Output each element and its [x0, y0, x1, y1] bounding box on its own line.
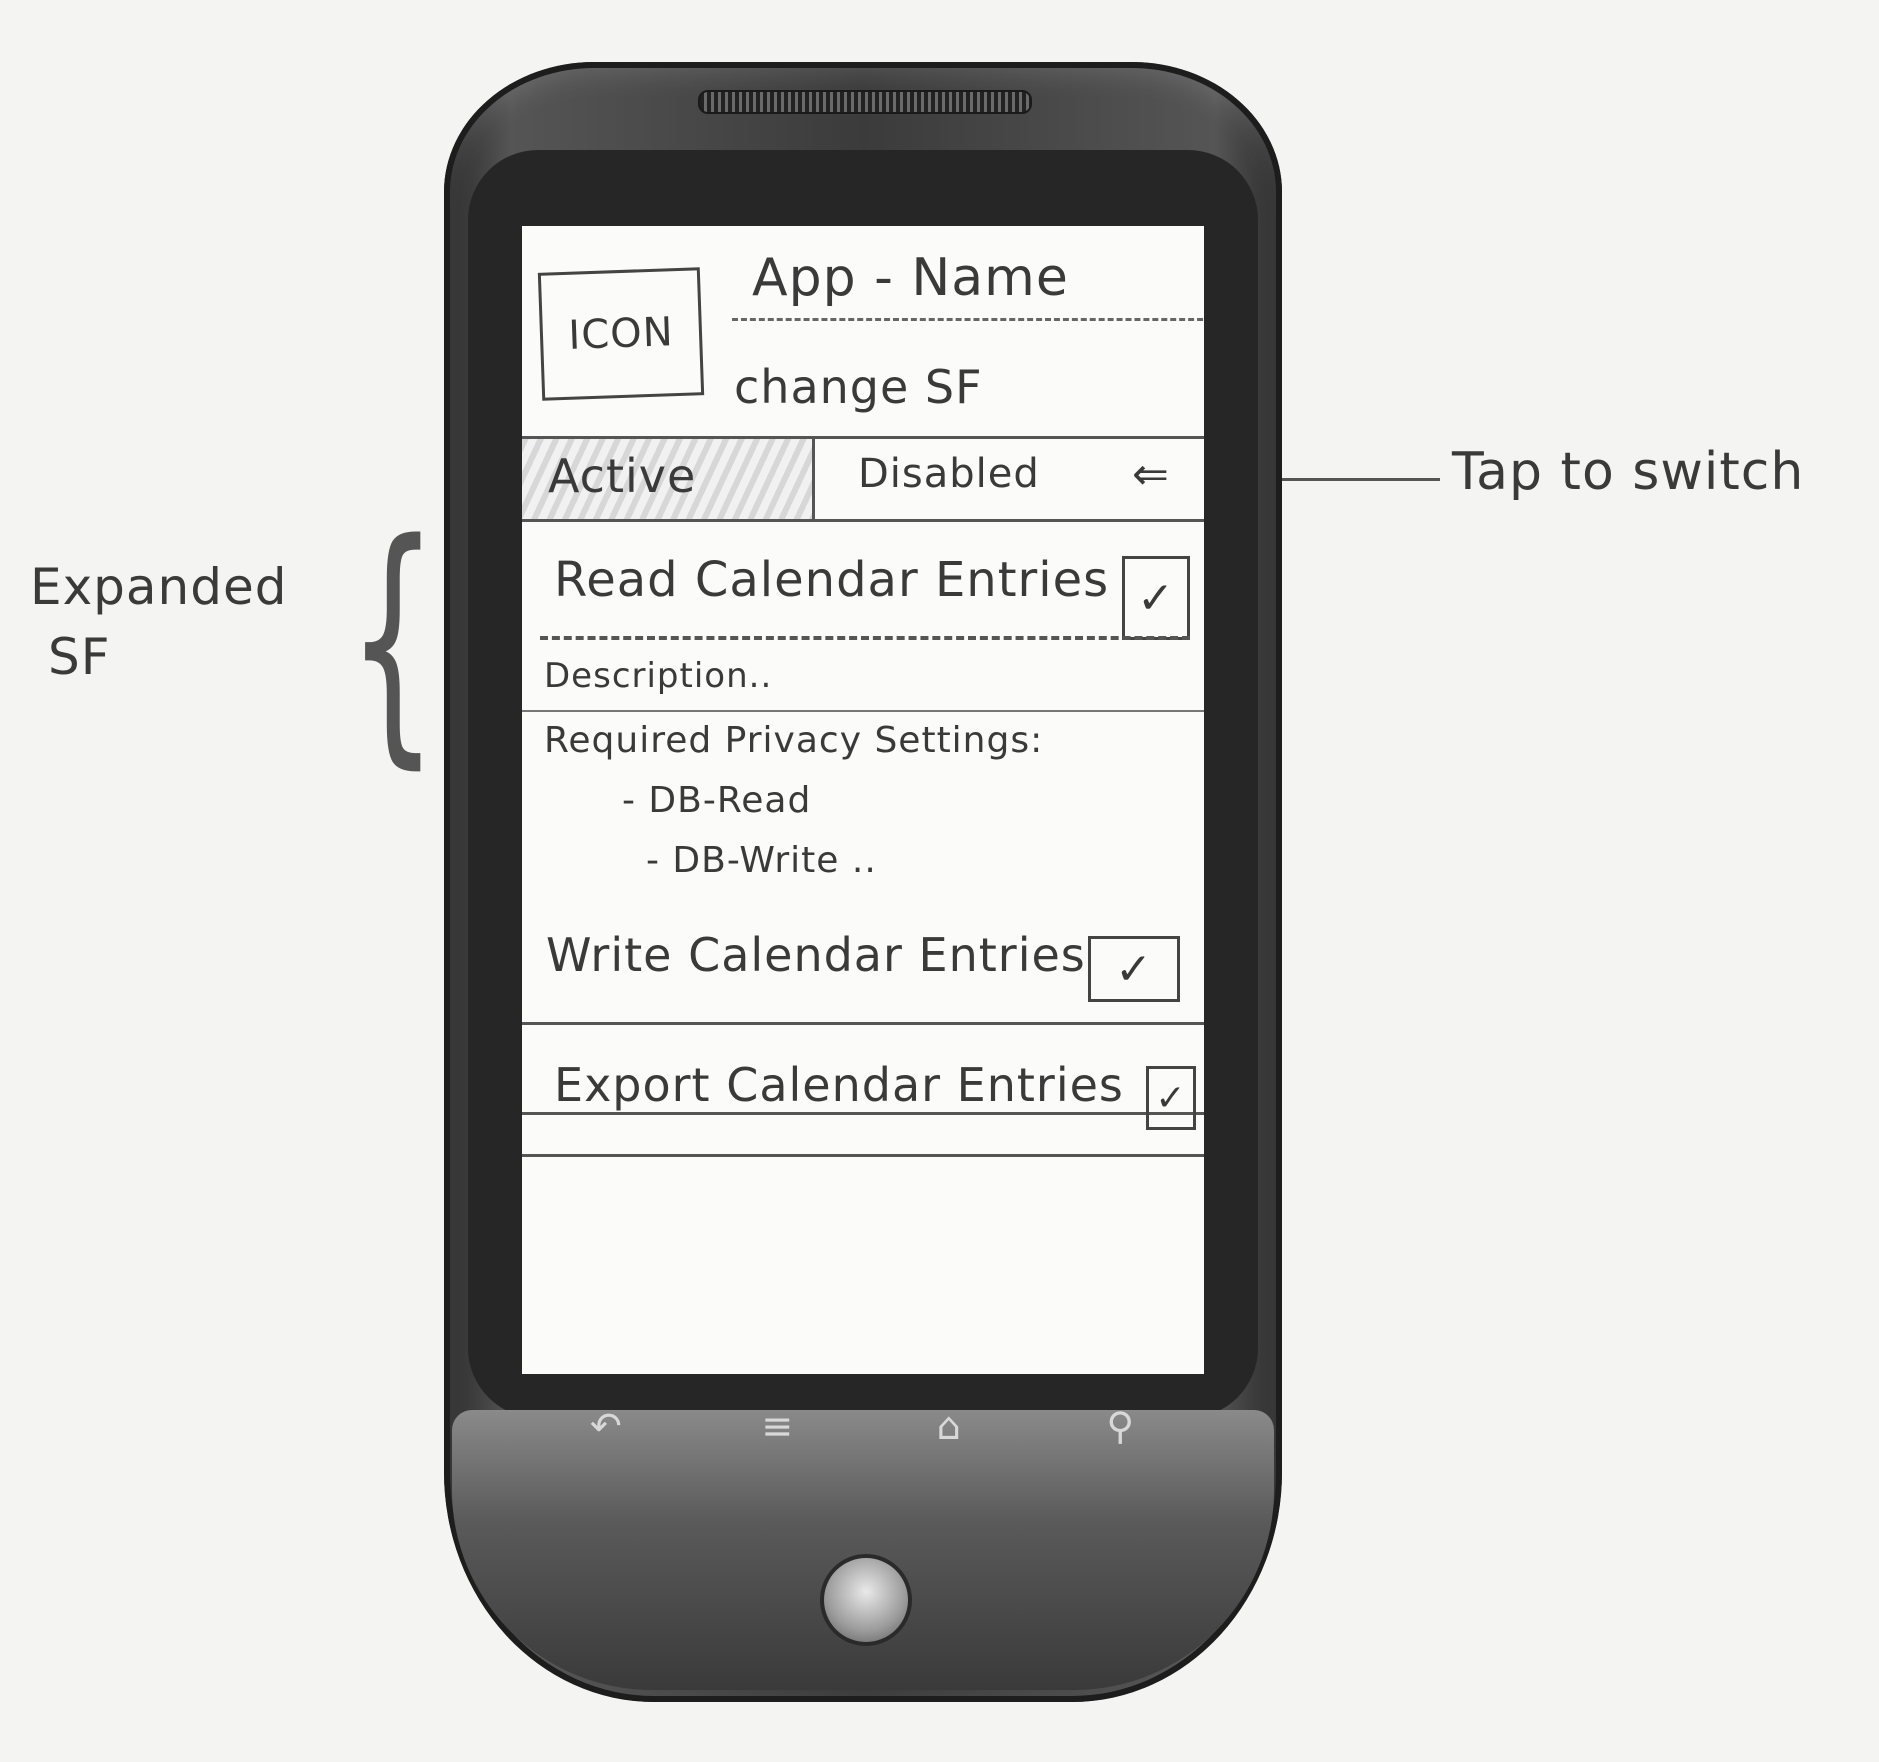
feature-label: Write Calendar Entries [546, 928, 1086, 982]
annotation-expanded-line1: Expanded [30, 558, 288, 616]
back-icon[interactable]: ↶ [589, 1404, 622, 1448]
checkmark-icon: ✓ [1155, 1077, 1187, 1119]
header-divider [732, 318, 1204, 321]
feature-label: Read Calendar Entries [554, 552, 1110, 608]
app-name: App - Name [752, 248, 1069, 308]
menu-icon[interactable]: ≡ [761, 1404, 794, 1448]
privacy-item-db-write: - DB-Write .. [646, 840, 877, 881]
feature-description: Description.. [544, 656, 773, 696]
annotation-expanded-sf: Expanded SF [30, 552, 288, 692]
feature-label: Export Calendar Entries [554, 1058, 1124, 1112]
home-hardware-button[interactable] [820, 1554, 912, 1646]
switch-active-label: Active [548, 449, 697, 503]
privacy-settings-title: Required Privacy Settings: [544, 720, 1044, 761]
checkmark-icon: ✓ [1137, 572, 1175, 624]
app-icon: ICON [537, 267, 705, 401]
navigation-bar: ↶ ≡ ⌂ ⚲ [520, 1388, 1206, 1464]
feature-dashed-divider [540, 636, 1190, 640]
brace-icon: { [347, 489, 439, 791]
switch-option-disabled[interactable]: Disabled [858, 451, 1040, 497]
annotation-pointer-line [1196, 478, 1440, 481]
checkmark-icon: ✓ [1115, 943, 1153, 995]
feature-checkbox-export[interactable]: ✓ [1146, 1066, 1196, 1130]
annotation-tap-to-switch: Tap to switch [1452, 442, 1805, 502]
arrow-left-icon: ⇐ [1132, 449, 1170, 500]
privacy-item-db-read: - DB-Read [622, 780, 812, 821]
switch-option-active[interactable]: Active [522, 439, 815, 519]
feature-row-write-calendar[interactable]: Write Calendar Entries ✓ [522, 892, 1204, 1025]
app-icon-label: ICON [567, 309, 675, 359]
feature-checkbox-read[interactable]: ✓ [1122, 556, 1190, 640]
home-icon[interactable]: ⌂ [936, 1404, 961, 1448]
description-divider [522, 710, 1204, 712]
speaker-grille [698, 90, 1032, 114]
change-sf-subtitle: change SF [734, 360, 983, 414]
active-disabled-switch[interactable]: Active Disabled ⇐ [522, 436, 1204, 522]
feature-checkbox-write[interactable]: ✓ [1088, 936, 1180, 1002]
feature-row-export-calendar[interactable]: Export Calendar Entries ✓ [522, 1022, 1204, 1157]
annotation-expanded-line2: SF [48, 628, 111, 686]
phone-screen: ICON App - Name change SF Active Disable… [522, 226, 1204, 1374]
search-icon[interactable]: ⚲ [1106, 1404, 1135, 1448]
